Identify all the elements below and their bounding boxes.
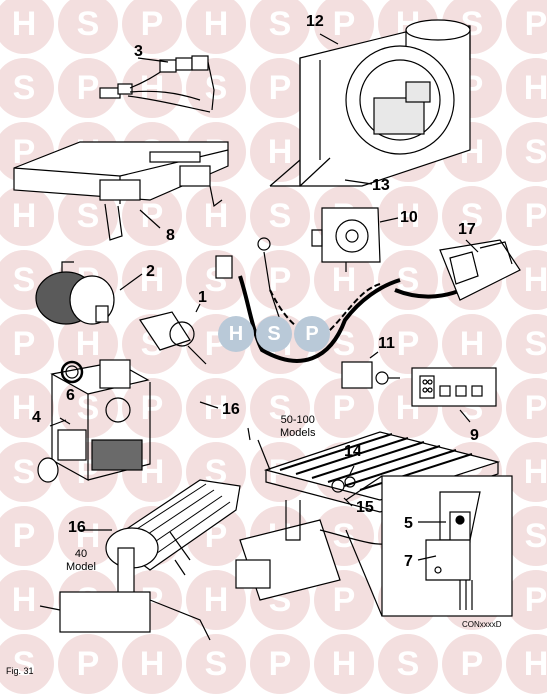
watermark-letter: P [506,186,547,246]
watermark-letter: S [250,378,310,438]
watermark-letter: H [186,378,246,438]
part-17-harness [215,237,521,363]
part-9-label-plate [411,367,497,423]
watermark-letter: P [0,314,54,374]
hsp-center-logo: H S P [218,316,330,352]
watermark-letter: S [186,58,246,118]
callout-2: 2 [146,263,155,280]
watermark-letter: S [58,0,118,54]
watermark-letter: H [0,186,54,246]
watermark-letter: S [250,0,310,54]
watermark-letter: H [0,0,54,54]
callout-4: 4 [32,409,41,426]
watermark-letter: S [442,186,502,246]
watermark-letter: H [506,442,547,502]
part-3-wiring-loom [99,55,215,113]
callout-8: 8 [166,227,175,244]
note-40-model: 40 Model [66,548,96,573]
watermark-letter: S [506,122,547,182]
watermark-letter: P [58,58,118,118]
parts-line-art [13,19,521,641]
part-8-control-box [13,141,229,241]
watermark-letter: H [506,250,547,310]
watermark-letter: H [378,186,438,246]
watermark-letter: S [506,314,547,374]
callout-11: 11 [378,335,395,352]
callout-9: 9 [470,427,479,444]
callout-7: 7 [404,553,413,570]
part-10-pressure-switch [311,207,399,272]
watermark-letter: P [378,314,438,374]
note-50-100-models: 50-100 Models [280,414,316,439]
callout-10: 10 [400,209,418,226]
part-11-knob [341,351,400,389]
watermark-letter: P [0,506,54,566]
watermark-letter: H [122,442,182,502]
callout-16-lower: 16 [68,519,86,536]
watermark-letter: S [250,186,310,246]
watermark-letter: P [314,570,374,630]
watermark-letter: P [506,378,547,438]
watermark-letter: H [0,378,54,438]
callout-14: 14 [344,443,362,460]
callout-13: 13 [372,177,390,194]
part-4-gas-valve [37,359,151,483]
callout-6: 6 [66,387,75,404]
burner-50-100-models [235,431,501,601]
watermark-letter: S [506,506,547,566]
callout-17: 17 [458,221,476,238]
callout-5: 5 [404,515,413,532]
watermark-letter: P [122,0,182,54]
callout-15: 15 [356,499,374,516]
watermark-letter: H [122,250,182,310]
part-12-13-fan-assembly [269,19,471,187]
watermark-letter: H [186,0,246,54]
watermark-letter: H [186,186,246,246]
part-1-component [139,303,207,365]
watermark-letter: H [0,570,54,630]
drawing-code: CONxxxxD [462,620,502,629]
callout-12: 12 [306,13,324,30]
watermark-letter: P [506,570,547,630]
callout-16-upper: 16 [222,401,240,418]
callout-3: 3 [134,43,143,60]
figure-label: Fig. 31 [6,666,34,676]
callout-1: 1 [198,289,207,306]
watermark-letter: H [442,314,502,374]
part-6-o-ring [60,360,84,384]
inset-detail-box [345,475,513,617]
part-2-thermostat [35,261,143,325]
watermark-letter: S [378,250,438,310]
watermark-letter: P [122,378,182,438]
watermark-letter: S [0,58,54,118]
watermark-letter: H [506,58,547,118]
watermark-letter: P [250,250,310,310]
burner-40-model [39,479,241,641]
